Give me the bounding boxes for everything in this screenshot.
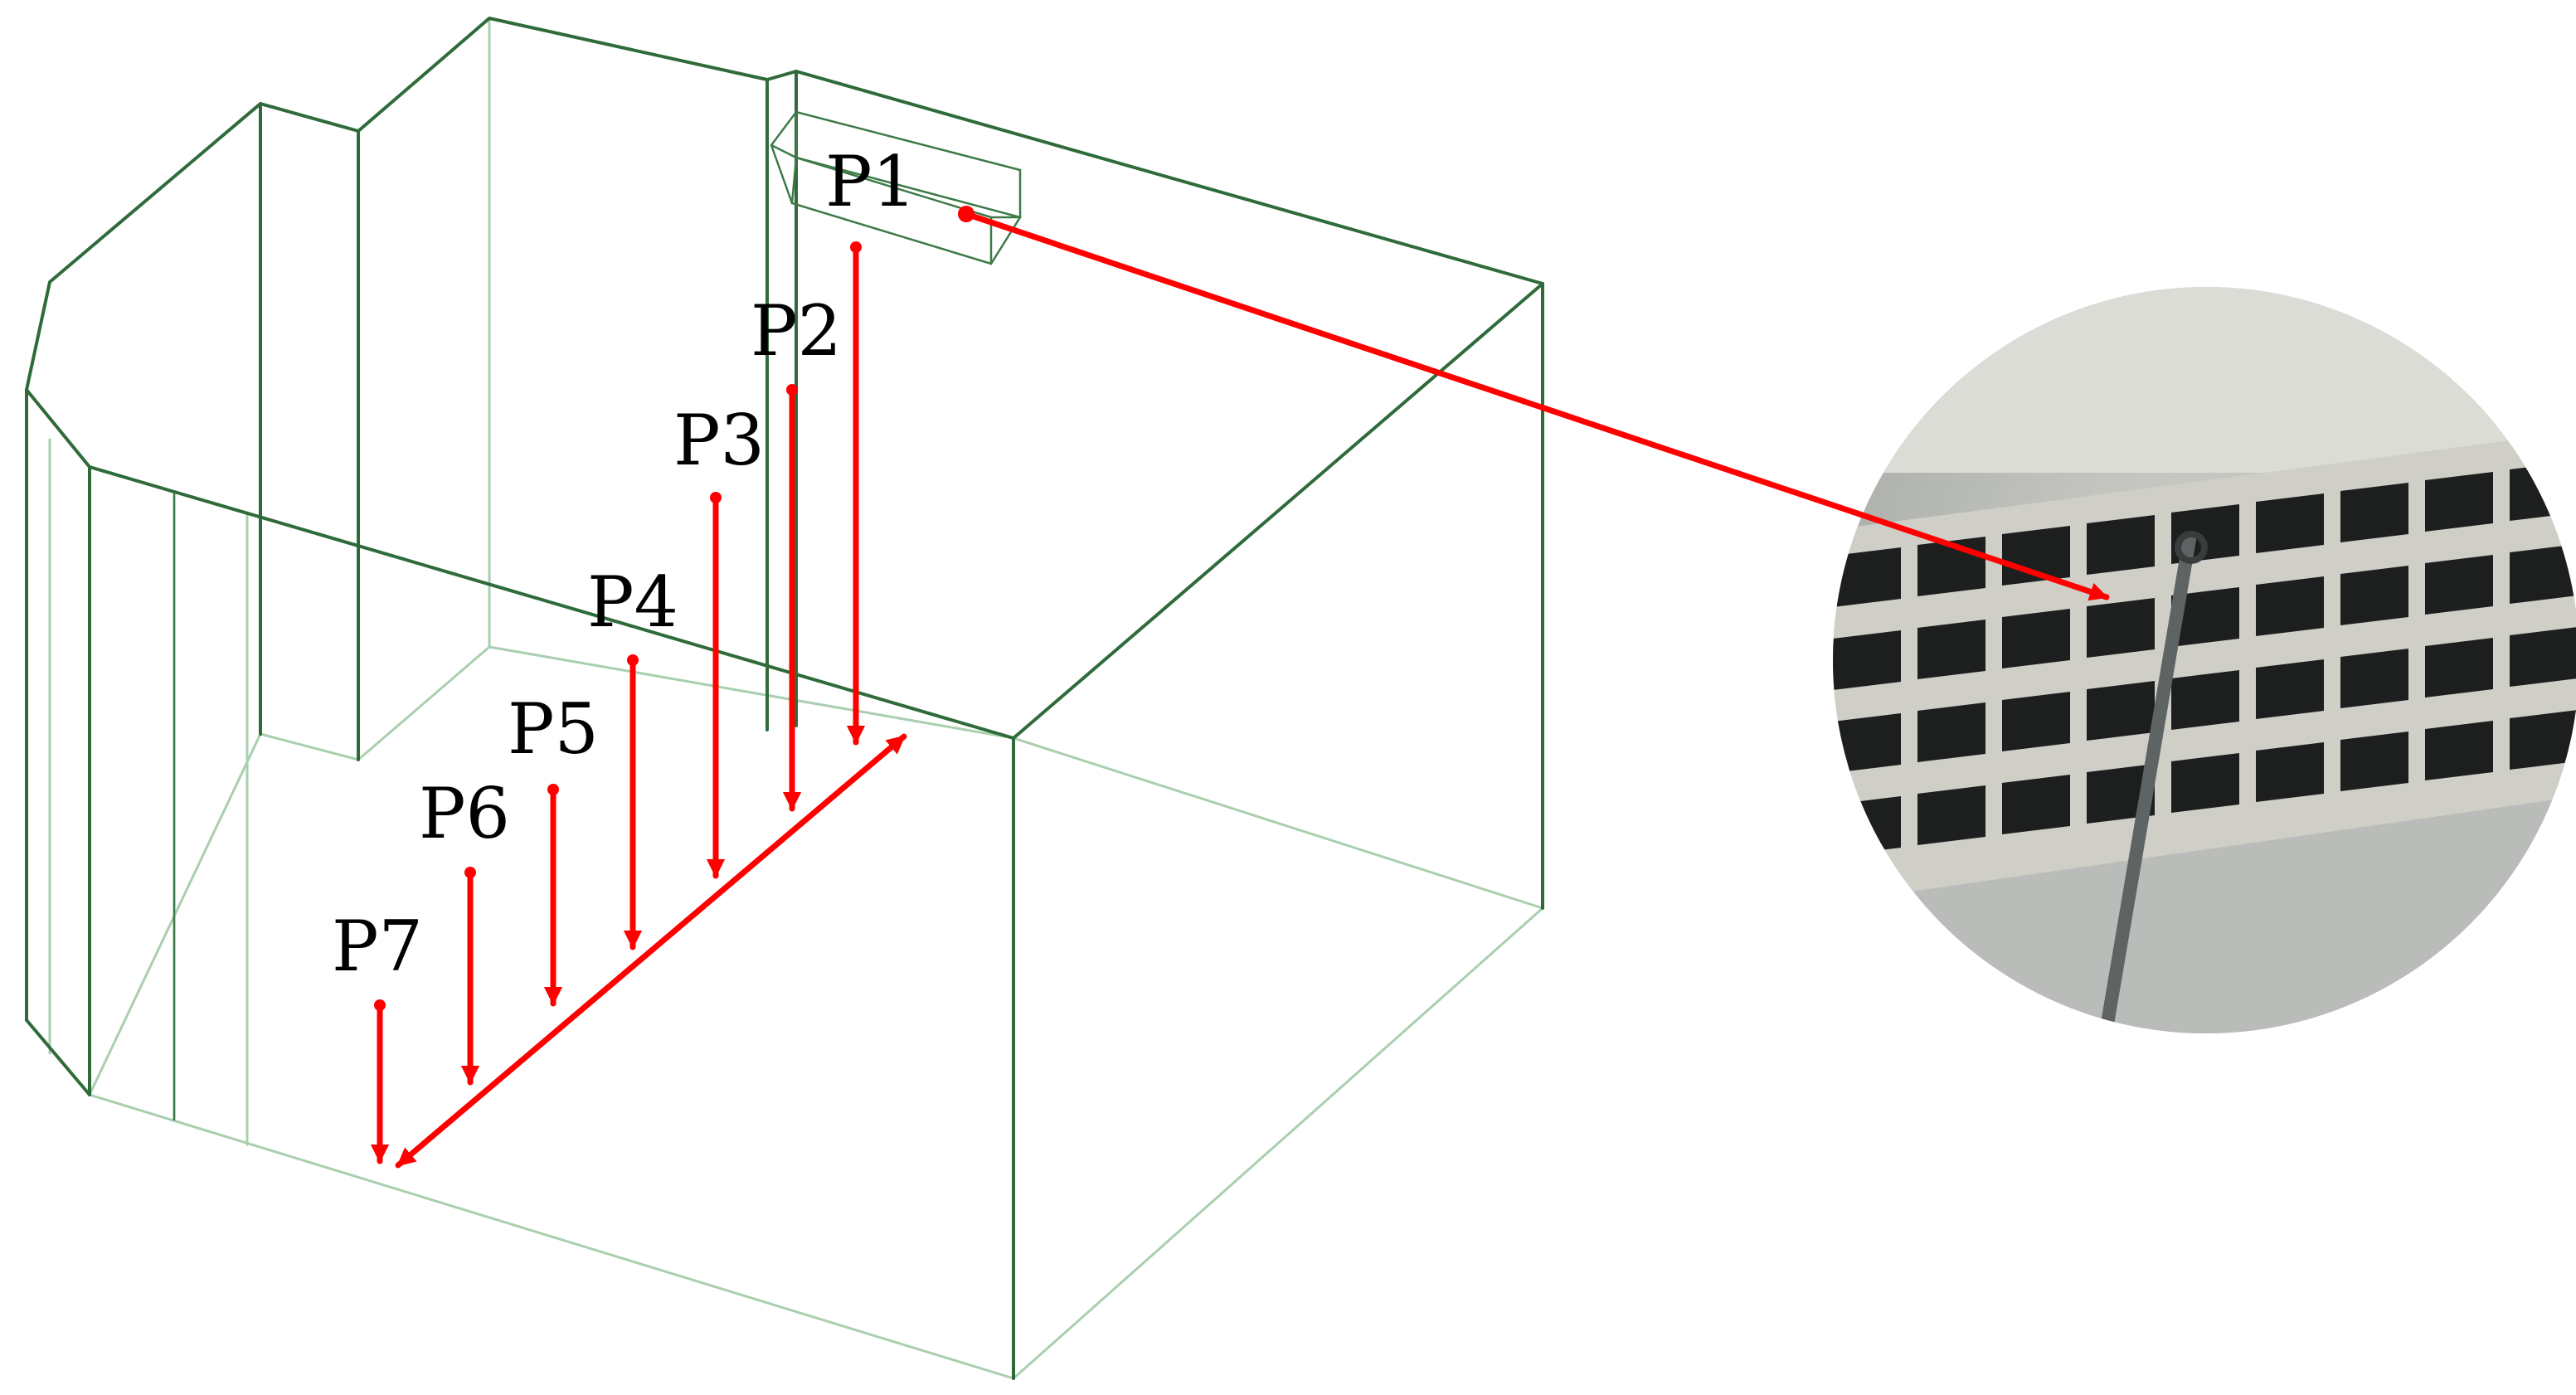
diffuser-box: [770, 110, 1022, 265]
diffuser-slot: [2002, 775, 2070, 834]
measurement-arrows: [370, 206, 2110, 1169]
diffuser-slot: [2087, 598, 2155, 658]
vertical-arrow-p4: [623, 654, 643, 950]
diffuser-slot: [1917, 702, 1985, 762]
label-p6: P6: [419, 773, 510, 854]
diffuser-slot: [2171, 587, 2239, 647]
diffuser-slot: [1833, 547, 1901, 607]
label-p1: P1: [825, 141, 916, 222]
diffuser-slot: [2340, 566, 2408, 625]
room-wireframe: [25, 17, 1544, 1380]
diffuser-slot: [2510, 710, 2576, 770]
diffuser-slot: [2425, 721, 2493, 780]
label-p5: P5: [508, 688, 599, 770]
vertical-arrow-p6: [460, 867, 480, 1086]
diffuser-slot: [1917, 620, 1985, 679]
diffuser-slot: [2340, 649, 2408, 708]
diffuser-slot: [2256, 659, 2324, 719]
floor-diagonal-arrow: [395, 733, 907, 1169]
diffuser-photo-inset: [1833, 287, 2576, 1033]
diffuser-slot: [2087, 515, 2155, 575]
diffuser-slot: [2256, 576, 2324, 636]
label-p2: P2: [751, 290, 842, 372]
diffuser-slot: [2087, 681, 2155, 741]
diffuser-slot: [2510, 544, 2576, 604]
diffuser-slot: [2171, 670, 2239, 730]
p1-connector-arrow: [958, 206, 2110, 601]
diffuser-slot: [2425, 472, 2493, 532]
diffuser-slot: [1833, 713, 1901, 773]
label-p3: P3: [673, 400, 765, 481]
point-labels: P1 P2 P3 P4 P5 P6 P7: [332, 141, 916, 987]
vertical-arrow-p1: [846, 241, 866, 746]
diffuser-slot: [2340, 483, 2408, 542]
diffuser-slot: [2256, 493, 2324, 553]
diffuser-slot: [2002, 692, 2070, 751]
diffuser-slot: [1833, 630, 1901, 690]
diffuser-slot: [2510, 627, 2576, 687]
label-p7: P7: [332, 906, 423, 987]
diffuser-slot: [2256, 742, 2324, 802]
diffuser-slot: [2002, 526, 2070, 586]
vertical-arrow-p7: [370, 999, 390, 1164]
diffuser-slot: [2171, 753, 2239, 813]
vertical-arrow-p3: [706, 492, 726, 879]
vertical-arrow-p2: [782, 384, 802, 812]
diffuser-slot: [2340, 732, 2408, 791]
diffuser-slot: [1917, 785, 1985, 845]
diffuser-slot: [1833, 796, 1901, 856]
vertical-arrow-p5: [543, 784, 563, 1007]
diffuser-slot: [2510, 461, 2576, 521]
diffuser-slot: [2425, 555, 2493, 615]
label-p4: P4: [587, 561, 678, 643]
diffuser-slot: [2425, 638, 2493, 698]
visible-edges: [25, 17, 1544, 1380]
diffuser-slot: [2002, 609, 2070, 668]
